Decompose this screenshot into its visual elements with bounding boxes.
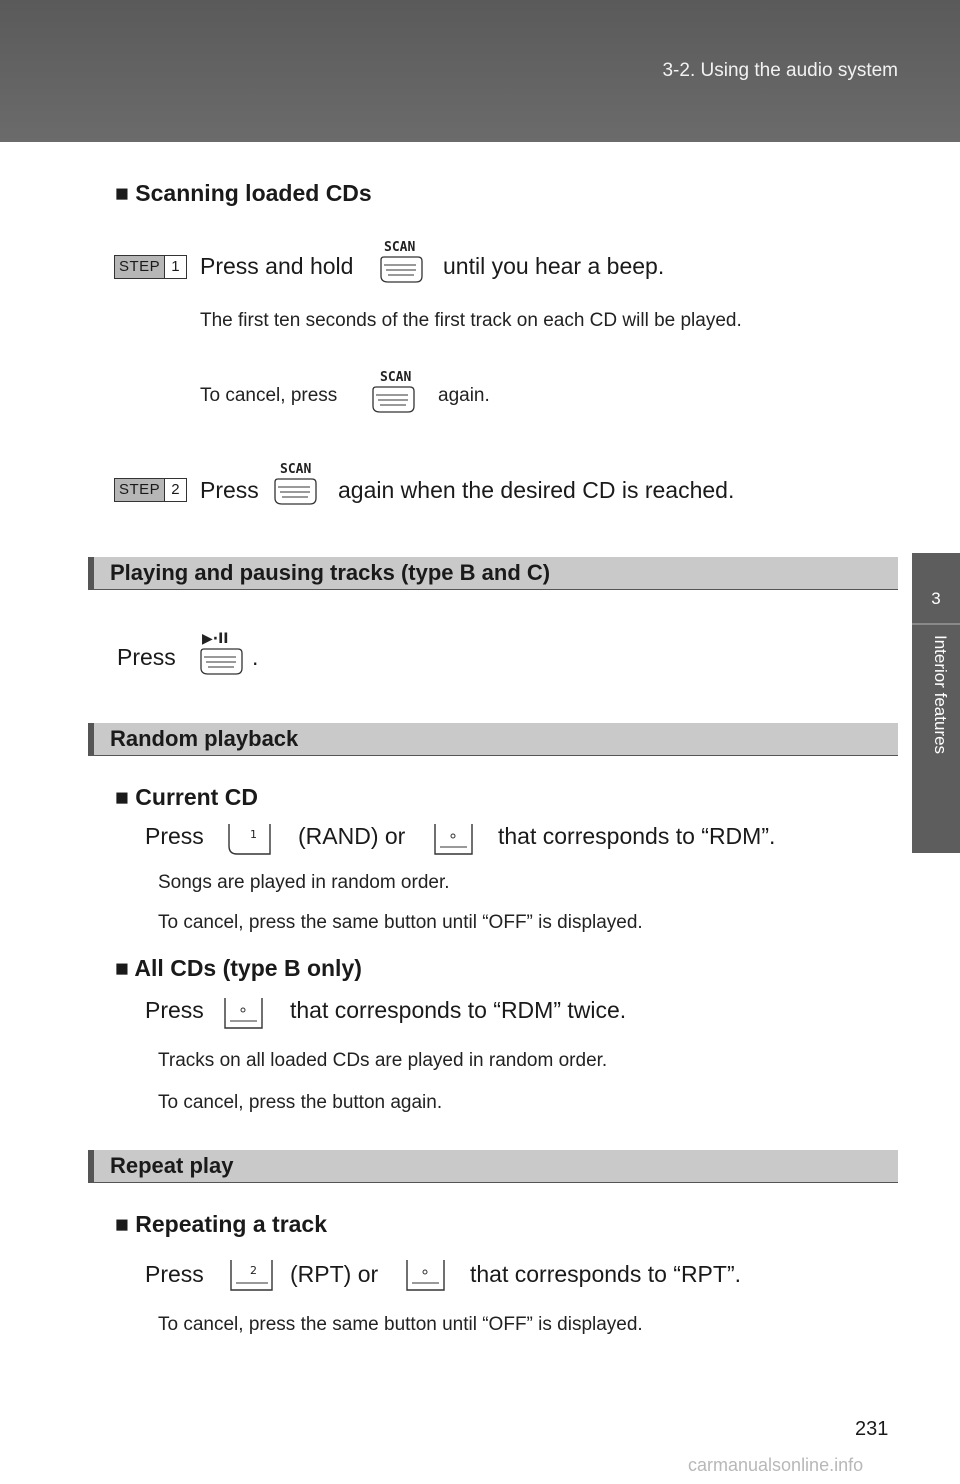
preset-2-label: 2 [250,1264,257,1277]
current-after: that corresponds to “RDM”. [498,823,776,849]
rdm-button-icon [434,824,473,855]
scan-icon-label: SCAN [380,370,411,385]
all-note-1: Tracks on all loaded CDs are played in r… [158,1050,608,1071]
chapter-number: 3 [931,589,941,608]
chapter-label: Interior features [931,635,950,755]
scan-button-icon: SCAN [372,370,415,413]
step-2-text-after: again when the desired CD is reached. [338,477,735,503]
step-2-badge: STEP 2 [114,478,187,502]
step-word: STEP [119,481,161,498]
repeat-track-heading: ■ Repeating a track [115,1211,328,1237]
play-period: . [252,644,259,670]
scan-icon-label: SCAN [280,462,311,477]
track-note: To cancel, press the same button until “… [158,1314,643,1335]
all-after: that corresponds to “RDM” twice. [290,997,627,1023]
section-title: Repeat play [110,1153,234,1178]
section-breadcrumb: 3-2. Using the audio system [662,60,898,81]
scan-note-2-before: To cancel, press [200,385,338,406]
section-bar-repeat: Repeat play [88,1150,898,1183]
step-number: 1 [164,256,186,278]
current-note-2: To cancel, press the same button until “… [158,912,643,933]
track-rpt: (RPT) or [290,1261,379,1287]
current-press: Press [145,823,204,849]
watermark: carmanualsonline.info [688,1455,864,1475]
step-word: STEP [119,258,161,275]
play-pause-icon-label: ▶·II [202,631,229,647]
preset-2-button-icon: 2 [230,1260,273,1291]
preset-1-button-icon: 1 [228,824,271,855]
current-note-1: Songs are played in random order. [158,872,450,893]
chapter-tab: 3 Interior features [912,553,960,853]
all-cds-heading: ■ All CDs (type B only) [115,955,362,981]
step-1-text-after: until you hear a beep. [443,253,665,279]
section-bar-random: Random playback [88,723,898,756]
scan-note-2-after: again. [438,385,490,406]
current-rand: (RAND) or [298,823,406,849]
rpt-button-icon [406,1260,445,1291]
current-cd-heading: ■ Current CD [115,784,258,810]
all-press: Press [145,997,204,1023]
section-title: Random playback [110,726,299,751]
step-1-badge: STEP 1 [114,255,187,279]
page-number: 231 [855,1418,889,1440]
play-pause-button-icon: ▶·II [200,631,243,675]
step-1-text-before: Press and hold [200,253,354,279]
page-header: 3-2. Using the audio system [0,0,960,142]
play-press-text: Press [117,644,176,670]
track-after: that corresponds to “RPT”. [470,1261,741,1287]
section-title: Playing and pausing tracks (type B and C… [110,560,551,585]
rdm-button-icon [224,998,263,1029]
scan-note-1: The first ten seconds of the first track… [200,310,742,331]
chapter-divider [912,623,960,625]
step-2-text-before: Press [200,477,259,503]
scan-button-icon: SCAN [274,462,317,505]
scan-icon-label: SCAN [384,240,415,255]
scan-button-icon: SCAN [380,240,423,283]
step-number: 2 [164,479,186,501]
preset-1-label: 1 [250,828,257,841]
section-bar-playing: Playing and pausing tracks (type B and C… [88,557,898,590]
all-note-2: To cancel, press the button again. [158,1092,443,1113]
scanning-heading: ■ Scanning loaded CDs [115,180,372,206]
track-press: Press [145,1261,204,1287]
